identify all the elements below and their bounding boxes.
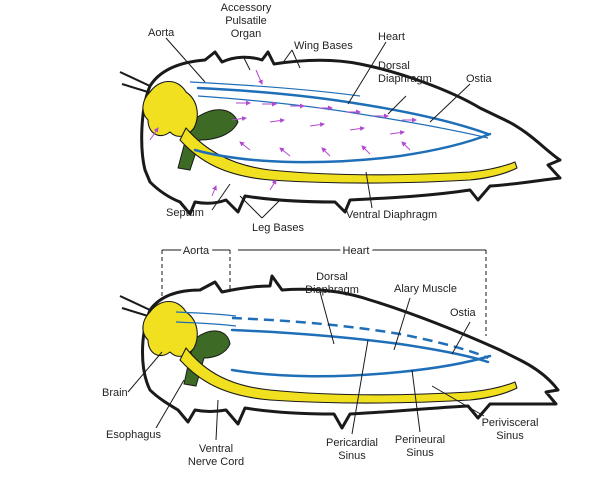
lower-dorsal-diaphragm: [230, 328, 490, 364]
label-brain: Brain: [102, 387, 128, 399]
lower-ventral-nerve-cord: [179, 347, 518, 404]
label-perineural-sinus-1: Perineural: [395, 434, 445, 446]
label-accessory-pulsatile-organ-2: Pulsatile: [225, 15, 267, 27]
label-dorsal-diaphragm-lower-2: Diaphragm: [305, 284, 359, 296]
label-aorta-bracket: Aorta: [183, 245, 210, 257]
label-pericardial-sinus-1: Pericardial: [326, 437, 378, 449]
label-wing-bases: Wing Bases: [294, 40, 353, 52]
upper-antenna: [119, 71, 151, 93]
label-heart-upper: Heart: [378, 31, 405, 43]
lower-panel: [119, 249, 560, 441]
label-dorsal-diaphragm-upper-1: Dorsal: [378, 60, 410, 72]
upper-panel: [119, 37, 562, 219]
label-ventral-nerve-cord-2: Nerve Cord: [188, 456, 244, 468]
upper-flow-arrows: [149, 69, 417, 197]
label-ventral-diaphragm: Ventral Diaphragm: [346, 209, 437, 221]
label-accessory-pulsatile-organ-1: Accessory: [221, 2, 272, 14]
label-septum: Septum: [166, 207, 204, 219]
upper-aorta-line: [189, 81, 361, 97]
label-leg-bases: Leg Bases: [252, 222, 304, 234]
label-esophagus: Esophagus: [106, 429, 162, 441]
label-dorsal-diaphragm-upper-2: Diaphragm: [378, 73, 432, 85]
lower-ventral-diaphragm: [230, 354, 492, 378]
label-heart-bracket: Heart: [343, 245, 370, 257]
label-perivisceral-sinus-1: Perivisceral: [482, 417, 539, 429]
label-pericardial-sinus-2: Sinus: [338, 450, 366, 462]
label-alary-muscle: Alary Muscle: [394, 283, 457, 295]
upper-ventral-nerve-cord: [179, 127, 518, 184]
lower-antenna: [119, 295, 151, 317]
upper-labels: Aorta Accessory Pulsatile Organ Wing Bas…: [148, 2, 493, 234]
label-ventral-nerve-cord-1: Ventral: [199, 443, 233, 455]
label-ostia-lower: Ostia: [450, 307, 477, 319]
label-perineural-sinus-2: Sinus: [406, 447, 434, 459]
label-dorsal-diaphragm-lower-1: Dorsal: [316, 271, 348, 283]
upper-heart: [196, 86, 490, 136]
upper-ventral-diaphragm: [193, 132, 492, 164]
label-accessory-pulsatile-organ-3: Organ: [231, 28, 262, 40]
label-perivisceral-sinus-2: Sinus: [496, 430, 524, 442]
lower-heart: [231, 316, 489, 360]
lower-aorta-line: [175, 311, 237, 327]
label-aorta-upper: Aorta: [148, 27, 175, 39]
label-ostia-upper: Ostia: [466, 73, 493, 85]
lower-labels: Aorta Heart Dorsal Diaphragm Alary Muscl…: [102, 242, 539, 468]
